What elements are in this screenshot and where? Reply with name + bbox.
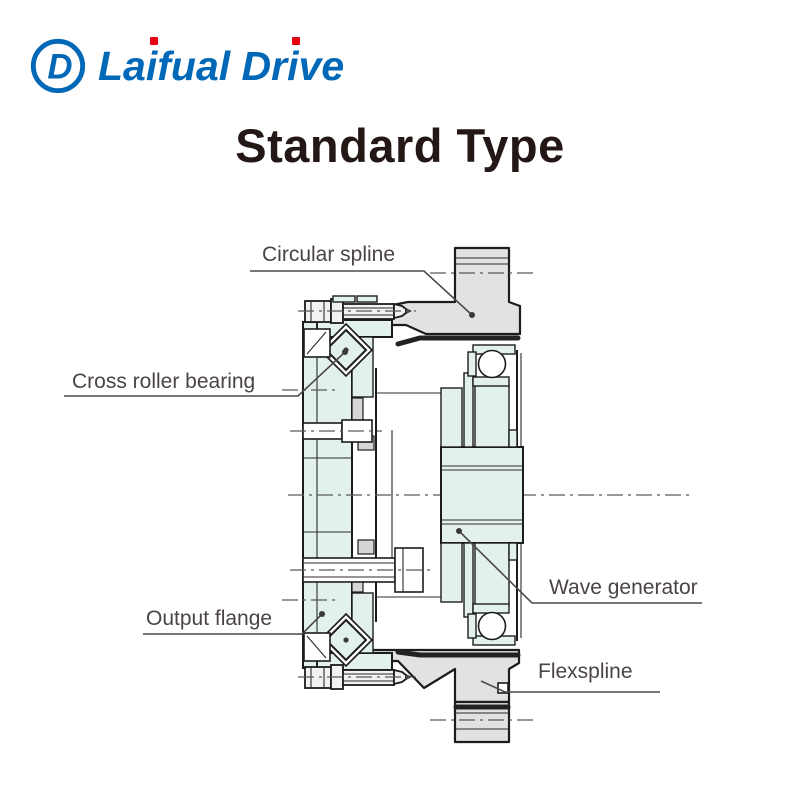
label-wave-generator: Wave generator [456, 528, 702, 604]
logo-letter: D [47, 48, 72, 87]
label-cross-roller-bearing-text: Cross roller bearing [72, 370, 255, 393]
label-wave-generator-text: Wave generator [549, 576, 698, 599]
page-title: Standard Type [235, 119, 565, 172]
circular-spline-section [370, 246, 535, 347]
wave-generator-section [440, 372, 524, 618]
label-flexspline-text: Flexspline [538, 660, 633, 683]
logo-text-part: fual Dr [157, 43, 288, 89]
brand-logo: D Laifual Drive [28, 36, 344, 96]
wave-generator-bearing-top [467, 344, 516, 387]
label-output-flange: Output flange [143, 607, 325, 635]
mounting-bolt-top [298, 295, 416, 324]
logo-text: Laifual Drive [98, 36, 344, 96]
label-cross-roller-bearing: Cross roller bearing [64, 349, 348, 397]
logo-text-part: ve [298, 43, 345, 89]
label-flexspline: Flexspline [480, 660, 660, 693]
cross-roller-bearing-bottom [303, 612, 374, 668]
gear-teeth-top [395, 335, 521, 347]
mounting-bolt-bottom [298, 664, 416, 690]
flexspline-section [370, 648, 535, 744]
label-circular-spline-text: Circular spline [262, 243, 395, 266]
wave-generator-bearing-bottom [467, 603, 516, 646]
label-output-flange-text: Output flange [146, 607, 272, 630]
flange-bolt-hole-top [290, 419, 382, 443]
laifual-d-icon: D [30, 38, 86, 94]
gear-teeth-bottom [395, 649, 521, 658]
logo-text-part: La [98, 43, 146, 89]
bearing-ball-bottom [477, 611, 507, 641]
bearing-ball-top [477, 349, 507, 379]
wave-generator-hub [440, 446, 524, 544]
logo-i-red-dot: i [287, 36, 300, 96]
logo-i-red-dot: i [146, 36, 159, 96]
label-circular-spline: Circular spline [250, 243, 475, 318]
flange-bolt-bottom [290, 547, 432, 593]
